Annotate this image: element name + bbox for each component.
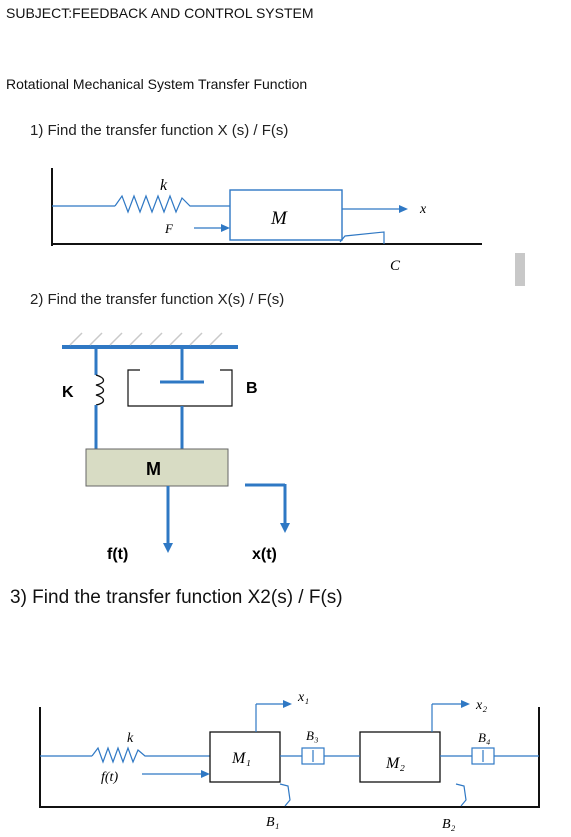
mass-1-label: M₁ xyxy=(231,750,251,767)
force-arrowhead-icon xyxy=(163,543,173,553)
damper-icon xyxy=(339,231,385,244)
displacement-arrowhead-icon xyxy=(399,205,408,213)
displacement-arrowhead-icon xyxy=(280,523,290,533)
damper-label: C xyxy=(390,258,401,274)
b4-label: B₄ xyxy=(478,730,491,745)
spring-label: K xyxy=(62,384,74,401)
figure-3: k f(t) M₁ M₂ x₁ x₂ B₃ B₄ B₁ B₂ xyxy=(39,690,540,832)
spring-icon xyxy=(91,746,210,764)
spring-label: k xyxy=(160,177,168,194)
damper-label: B xyxy=(246,380,258,397)
b1-friction-icon xyxy=(279,783,291,807)
spring-icon xyxy=(114,194,230,214)
mass-block xyxy=(229,189,343,241)
mass-2-block xyxy=(359,731,441,783)
figure-1: k M F x C xyxy=(51,168,482,274)
section-title: Rotational Mechanical System Transfer Fu… xyxy=(6,76,308,92)
x1-label: x₁ xyxy=(297,690,309,705)
scroll-marker xyxy=(515,253,525,286)
mass-1-block xyxy=(209,731,281,783)
force-label: F xyxy=(164,221,174,236)
x1-arrowhead-icon xyxy=(283,700,292,708)
x2-label: x₂ xyxy=(475,698,487,713)
figure-2: K B M f(t) x(t) xyxy=(62,332,290,563)
mass-2-label: M₂ xyxy=(385,755,405,772)
subject-header: SUBJECT:FEEDBACK AND CONTROL SYSTEM xyxy=(6,5,314,21)
force-label: f(t) xyxy=(101,770,118,785)
problem-1-prompt: 1) Find the transfer function X (s) / F(… xyxy=(30,122,289,139)
b2-friction-icon xyxy=(455,783,467,807)
x2-arrowhead-icon xyxy=(461,700,470,708)
force-arrowhead-icon xyxy=(201,770,210,778)
mass-label: M xyxy=(270,208,288,229)
b3-label: B₃ xyxy=(306,728,318,743)
force-arrowhead-icon xyxy=(221,224,230,232)
force-label: f(t) xyxy=(107,546,128,563)
b1-label: B₁ xyxy=(266,815,279,830)
displacement-label: x xyxy=(419,202,427,217)
ceiling-hatch xyxy=(69,332,223,346)
problem-2-prompt: 2) Find the transfer function X(s) / F(s… xyxy=(30,291,285,308)
mass-block xyxy=(85,448,229,487)
mass-label: M xyxy=(146,459,161,479)
spring-coil-icon xyxy=(95,374,105,406)
problem-3-prompt: 3) Find the transfer function X2(s) / F(… xyxy=(10,587,343,608)
spring-label: k xyxy=(127,731,134,746)
damper-cup-icon xyxy=(127,369,233,407)
b2-label: B₂ xyxy=(442,817,456,832)
displacement-label: x(t) xyxy=(252,546,277,563)
